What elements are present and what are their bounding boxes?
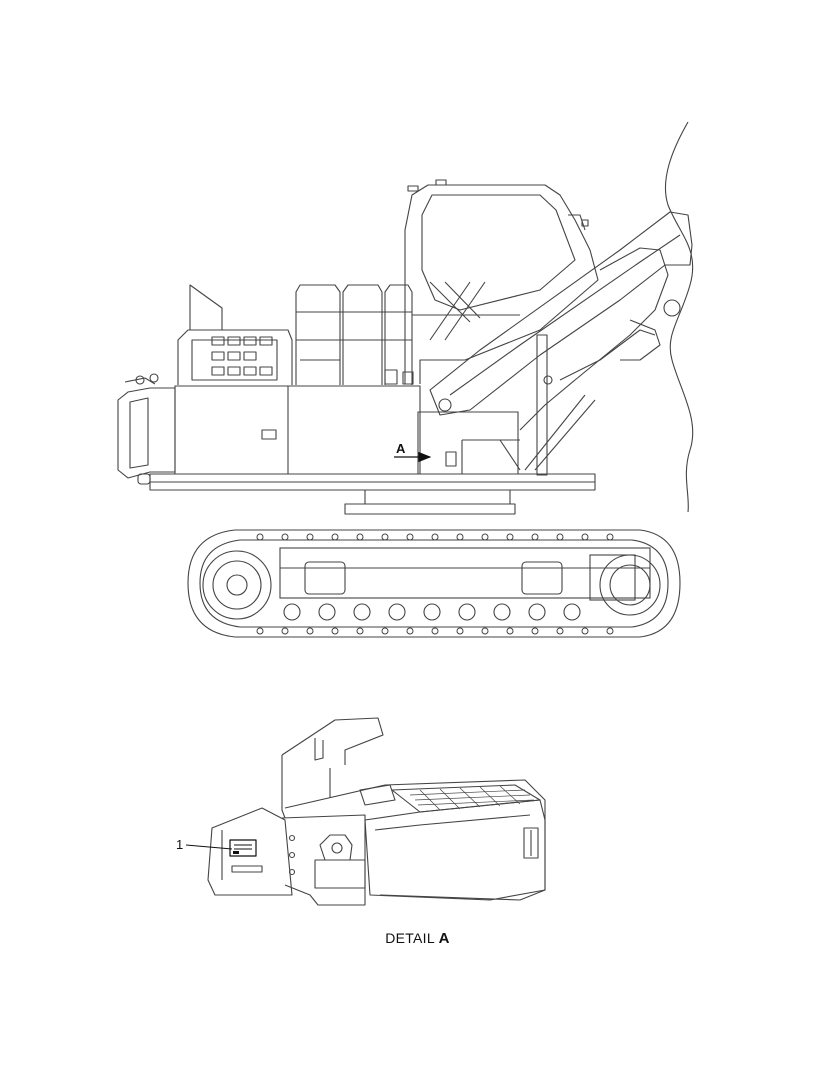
- track-outline: [187, 529, 681, 638]
- handrails: [295, 284, 413, 385]
- callout-number: 1: [176, 837, 183, 852]
- track-links: [256, 533, 614, 635]
- view-marker-label: A: [396, 441, 406, 456]
- callout-leader: [185, 844, 233, 850]
- idler-wheel: [599, 554, 661, 616]
- view-marker-a: A: [394, 441, 432, 463]
- detail-caption-prefix: DETAIL: [385, 930, 435, 946]
- excavator-side-view: [117, 121, 694, 515]
- callout-1: 1: [176, 837, 233, 852]
- track-rollers: [283, 603, 581, 621]
- crawler-track: [187, 529, 681, 638]
- detail-caption-letter: A: [438, 930, 450, 947]
- upper-structure: [117, 373, 596, 515]
- track-frame: [279, 547, 651, 599]
- frame-details: [384, 369, 521, 474]
- open-door: [207, 807, 293, 896]
- drive-sprocket: [202, 550, 272, 620]
- boom-arm: [429, 211, 693, 476]
- break-line: [664, 121, 694, 513]
- warning-decal: [229, 839, 257, 857]
- detail-caption: DETAIL A: [0, 930, 835, 947]
- cab: [404, 179, 599, 384]
- engine-hood: [177, 284, 293, 385]
- detail-a-view: [207, 717, 546, 906]
